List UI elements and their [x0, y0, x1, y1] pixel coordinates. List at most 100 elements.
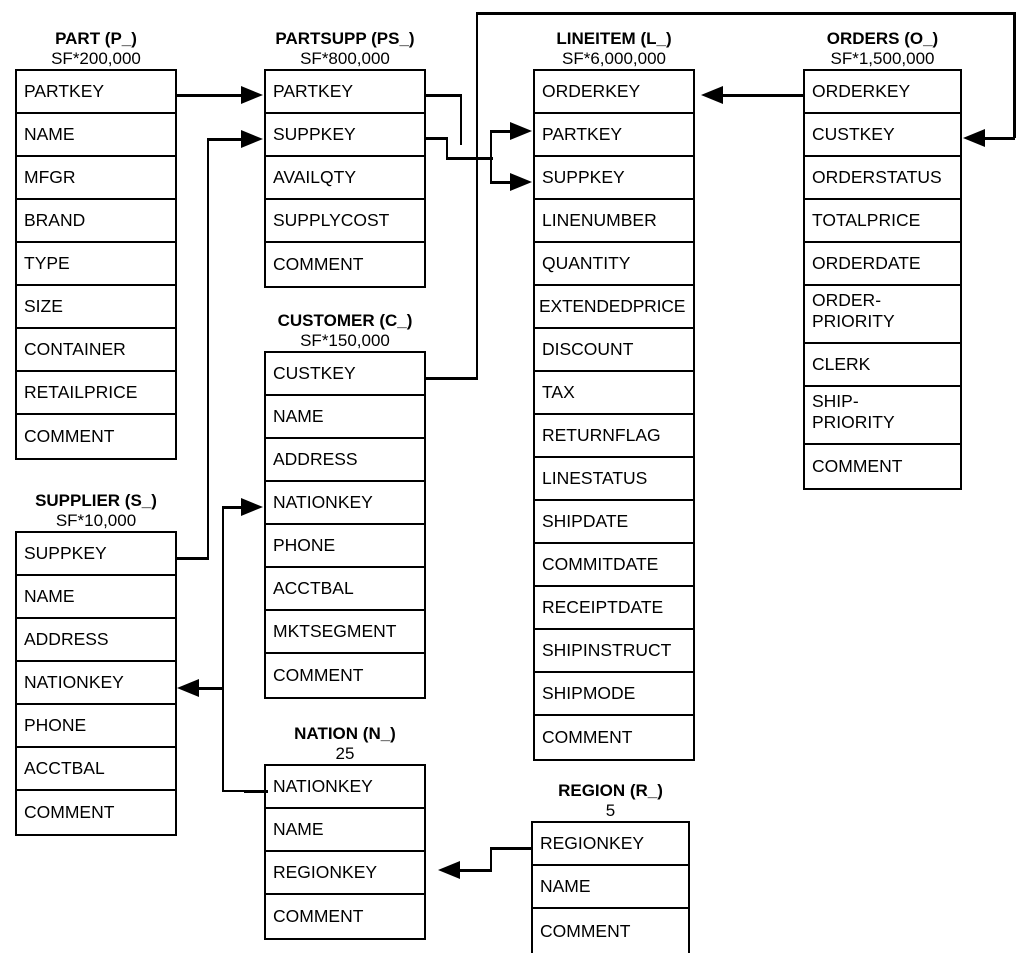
connector-supplier-riser	[206, 138, 209, 559]
entity-title: NATION (N_)	[294, 724, 396, 743]
entity-field-list: PARTKEY NAME MFGR BRAND TYPE SIZE CONTAI…	[15, 69, 177, 460]
field-row: COMMENT	[273, 906, 364, 926]
field-row: ORDER-PRIORITY	[805, 286, 960, 344]
field-row: COMMENT	[24, 426, 115, 446]
field-row: TOTALPRICE	[805, 200, 960, 243]
field-row: MKTSEGMENT	[266, 611, 424, 654]
field-row: REGIONKEY	[266, 852, 424, 895]
entity-title: LINEITEM (L_)	[556, 29, 672, 48]
entity-customer: CUSTOMER (C_) SF*150,000 CUSTKEY NAME AD…	[264, 310, 426, 699]
entity-field-list: REGIONKEY NAME COMMENT	[531, 821, 690, 953]
field-row: ORDERKEY	[535, 71, 693, 114]
entity-field-list: SUPPKEY NAME ADDRESS NATIONKEY PHONE ACC…	[15, 531, 177, 836]
field-row: RETURNFLAG	[535, 415, 693, 458]
field-row: EXTENDEDPRICE	[535, 286, 693, 329]
field-row: LINESTATUS	[535, 458, 693, 501]
connector-orders-lineitem	[723, 94, 803, 97]
connector-customer-drop-right	[1013, 12, 1016, 138]
entity-cardinality: 25	[335, 744, 355, 763]
entity-supplier: SUPPLIER (S_) SF*10,000 SUPPKEY NAME ADD…	[15, 490, 177, 836]
entity-region: REGION (R_) 5 REGIONKEY NAME COMMENT	[531, 780, 690, 953]
field-row: CUSTKEY	[266, 353, 424, 396]
field-row: NAME	[533, 866, 688, 909]
connector-partsupp-suppkey-drop	[445, 137, 448, 159]
entity-title: CUSTOMER (C_)	[277, 311, 413, 330]
connector-nation-nationkey-out	[244, 790, 268, 793]
field-row: ORDERDATE	[805, 243, 960, 286]
field-row: DISCOUNT	[535, 329, 693, 372]
connector-region-drop	[489, 847, 492, 871]
arrowhead-lineitem-partkey	[510, 122, 532, 140]
field-row: COMMENT	[24, 802, 115, 822]
field-row: PARTKEY	[17, 71, 175, 114]
field-row: LINENUMBER	[535, 200, 693, 243]
entity-cardinality: 5	[605, 801, 616, 820]
connector-partsupp-partkey-out	[426, 94, 462, 97]
connector-partsupp-trunk	[489, 130, 492, 183]
entity-orders: ORDERS (O_) SF*1,500,000 ORDERKEY CUSTKE…	[803, 28, 962, 490]
field-row: ADDRESS	[17, 619, 175, 662]
field-row: SHIP-PRIORITY	[805, 387, 960, 445]
entity-title: ORDERS (O_)	[826, 29, 939, 48]
field-row: ORDERSTATUS	[805, 157, 960, 200]
field-row: NAME	[266, 396, 424, 439]
connector-partsupp-suppkey-out	[426, 137, 448, 140]
field-row: SUPPLYCOST	[266, 200, 424, 243]
entity-title: PARTSUPP (PS_)	[275, 29, 415, 48]
field-row: SHIPDATE	[535, 501, 693, 544]
entity-cardinality: SF*800,000	[300, 49, 390, 68]
connector-partsupp-partkey-drop	[459, 94, 462, 145]
field-row: QUANTITY	[535, 243, 693, 286]
connector-region-regionkey-out	[490, 847, 531, 850]
field-row: CLERK	[805, 344, 960, 387]
field-row: BRAND	[17, 200, 175, 243]
connector-nation-bottom-turn	[221, 789, 246, 792]
field-row: NATIONKEY	[266, 766, 424, 809]
connector-part-partsupp	[177, 94, 241, 97]
connector-supplier-nationkey-in	[199, 687, 223, 690]
field-row: ACCTBAL	[266, 568, 424, 611]
field-row: CONTAINER	[17, 329, 175, 372]
field-row: COMMITDATE	[535, 544, 693, 587]
entity-title: REGION (R_)	[558, 781, 663, 800]
connector-nation-riser	[221, 506, 224, 792]
field-row: SUPPKEY	[535, 157, 693, 200]
arrowhead-lineitem-suppkey	[510, 173, 532, 191]
field-row: REGIONKEY	[533, 823, 688, 866]
field-row: NATIONKEY	[266, 482, 424, 525]
connector-lineitem-suppkey-in	[489, 181, 512, 184]
field-row: SHIPINSTRUCT	[535, 630, 693, 673]
connector-customer-riser	[475, 12, 478, 379]
field-row: COMMENT	[812, 456, 903, 476]
field-row: COMMENT	[273, 254, 364, 274]
connector-customer-top	[475, 12, 1016, 15]
entity-cardinality: SF*6,000,000	[562, 49, 666, 68]
entity-cardinality: SF*10,000	[55, 511, 137, 530]
field-row: NAME	[17, 576, 175, 619]
entity-field-list: ORDERKEY CUSTKEY ORDERSTATUS TOTALPRICE …	[803, 69, 962, 490]
entity-field-list: NATIONKEY NAME REGIONKEY COMMENT	[264, 764, 426, 940]
field-row: COMMENT	[542, 727, 633, 747]
entity-field-list: ORDERKEY PARTKEY SUPPKEY LINENUMBER QUAN…	[533, 69, 695, 761]
connector-region-to-nation	[460, 869, 492, 872]
arrowhead-nation-regionkey	[438, 861, 460, 879]
field-row: MFGR	[17, 157, 175, 200]
field-row: AVAILQTY	[266, 157, 424, 200]
field-row: TYPE	[17, 243, 175, 286]
entity-title: SUPPLIER (S_)	[35, 491, 157, 510]
field-row: PHONE	[17, 705, 175, 748]
arrowhead-orders-custkey	[963, 129, 985, 147]
field-row: NAME	[266, 809, 424, 852]
arrowhead-partsupp-suppkey	[241, 130, 263, 148]
field-row: SUPPKEY	[266, 114, 424, 157]
entity-lineitem: LINEITEM (L_) SF*6,000,000 ORDERKEY PART…	[533, 28, 695, 761]
entity-cardinality: SF*150,000	[300, 331, 390, 350]
field-row: ACCTBAL	[17, 748, 175, 791]
field-row: SHIPMODE	[535, 673, 693, 716]
field-row: CUSTKEY	[805, 114, 960, 157]
connector-supplier-out	[177, 557, 209, 560]
field-row: PARTKEY	[535, 114, 693, 157]
entity-cardinality: SF*1,500,000	[830, 49, 935, 68]
entity-title: PART (P_)	[55, 29, 137, 48]
